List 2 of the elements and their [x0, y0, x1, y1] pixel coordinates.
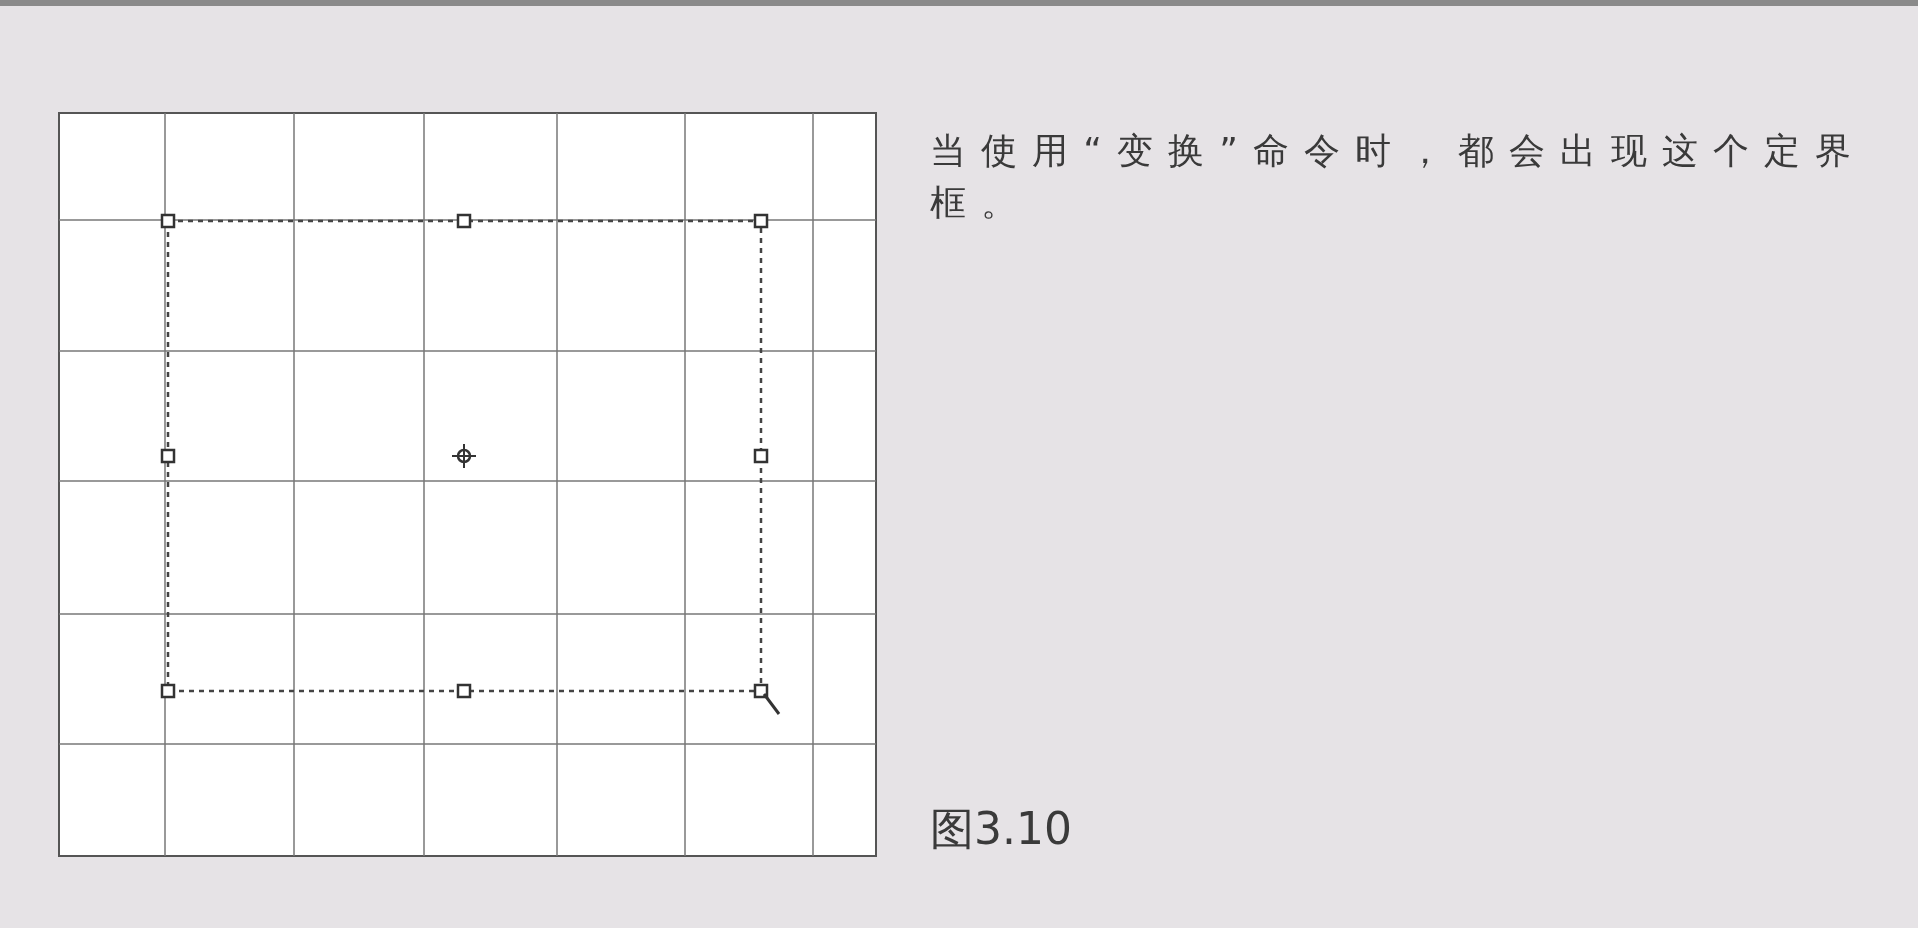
figure-caption: 图3.10	[930, 802, 1072, 856]
instruction-text: 当使用“变换”命令时，都会出现这个定界框。	[930, 129, 1868, 225]
